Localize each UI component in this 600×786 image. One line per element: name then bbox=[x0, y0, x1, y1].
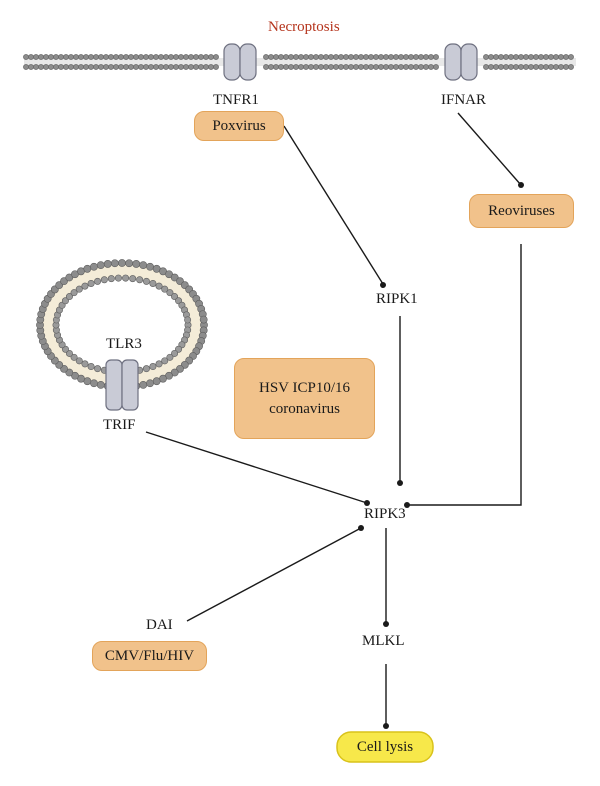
arrowhead-ripk3-lower bbox=[358, 525, 364, 531]
arrowhead-mlkl bbox=[383, 621, 389, 627]
arrowhead-reoviruses bbox=[518, 182, 524, 188]
ripk1-label: RIPK1 bbox=[376, 291, 418, 307]
reoviruses-box: Reoviruses bbox=[469, 194, 574, 228]
hsv-coronavirus-box: HSV ICP10/16 coronavirus bbox=[234, 358, 375, 439]
edge-dai-ripk3 bbox=[186, 527, 362, 622]
mlkl-label: MLKL bbox=[362, 633, 405, 649]
reoviruses-label: Reoviruses bbox=[488, 202, 555, 219]
hsv-label: HSV ICP10/16 bbox=[259, 380, 350, 397]
arrowhead-ripk3-top bbox=[397, 480, 403, 486]
edge-trif-ripk3 bbox=[145, 431, 368, 504]
edge-reoviruses-ripk3 bbox=[407, 244, 522, 506]
tlr3-label: TLR3 bbox=[106, 336, 142, 352]
tnfr1-receptor-shape bbox=[223, 43, 257, 81]
arrowhead-ripk3-left bbox=[364, 500, 370, 506]
edge-poxvirus-ripk1 bbox=[283, 125, 384, 285]
endosome-vesicle bbox=[36, 259, 208, 391]
cell-lysis-label: Cell lysis bbox=[356, 739, 414, 755]
poxvirus-label: Poxvirus bbox=[212, 117, 266, 134]
arrowhead-celllysis bbox=[383, 723, 389, 729]
edge-ifnar-reoviruses bbox=[457, 112, 522, 186]
trif-label: TRIF bbox=[103, 417, 136, 433]
arrowhead-ripk3-right bbox=[404, 502, 410, 508]
plasma-membrane bbox=[23, 54, 576, 70]
poxvirus-box: Poxvirus bbox=[194, 111, 284, 141]
coronavirus-label: coronavirus bbox=[269, 400, 340, 417]
ifnar-receptor-shape bbox=[444, 43, 478, 81]
diagram-title: Necroptosis bbox=[268, 19, 340, 35]
dai-label: DAI bbox=[146, 617, 173, 633]
ripk3-label: RIPK3 bbox=[364, 506, 406, 522]
cell-lysis-pill bbox=[336, 731, 434, 763]
cmv-flu-hiv-label: CMV/Flu/HIV bbox=[104, 647, 195, 664]
tlr3-receptor-shape bbox=[105, 359, 139, 411]
tnfr1-label: TNFR1 bbox=[213, 92, 259, 108]
arrowhead-ripk1 bbox=[380, 282, 386, 288]
ifnar-label: IFNAR bbox=[441, 92, 487, 108]
cmv-flu-hiv-box: CMV/Flu/HIV bbox=[92, 641, 207, 671]
